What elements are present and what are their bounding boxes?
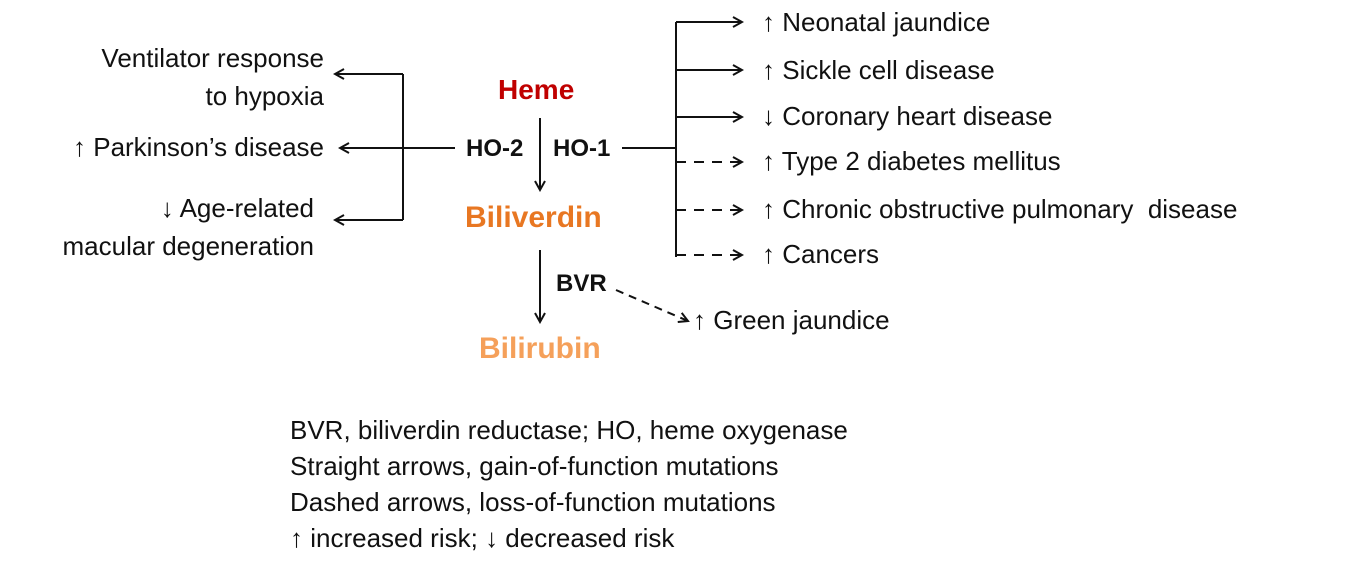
hypoxia-label-line1: Ventilator response xyxy=(101,43,324,73)
bilirubin-label: Bilirubin xyxy=(479,332,601,365)
legend-line-dashed: Dashed arrows, loss-of-function mutation… xyxy=(290,487,776,517)
outcome-coronary: ↓ Coronary heart disease xyxy=(762,101,1053,131)
outcome-neonatal-jaundice: ↑ Neonatal jaundice xyxy=(762,7,991,37)
outcome-copd: ↑ Chronic obstructive pulmonary disease xyxy=(762,194,1238,224)
outcome-diabetes: ↑ Type 2 diabetes mellitus xyxy=(762,146,1061,176)
hypoxia-label-line2: to hypoxia xyxy=(205,81,324,111)
parkinsons-label: ↑ Parkinson’s disease xyxy=(73,132,324,162)
ho2-label: HO-2 xyxy=(466,135,524,162)
arrow-bvr-green-jaundice xyxy=(615,289,688,321)
legend-line-straight: Straight arrows, gain-of-function mutati… xyxy=(290,451,779,481)
outcome-cancers: ↑ Cancers xyxy=(762,239,880,269)
ho1-label: HO-1 xyxy=(553,135,611,162)
legend-line-risk: ↑ increased risk; ↓ decreased risk xyxy=(290,523,675,553)
amd-label-line1: ↓ Age-related xyxy=(160,193,314,223)
bvr-label: BVR xyxy=(556,270,607,297)
legend: BVR, biliverdin reductase; HO, heme oxyg… xyxy=(290,412,848,556)
outcome-green-jaundice: ↑ Green jaundice xyxy=(693,305,890,335)
amd-label-line2: macular degeneration xyxy=(62,231,315,261)
outcome-sickle-cell: ↑ Sickle cell disease xyxy=(762,55,995,85)
legend-line-abbrev: BVR, biliverdin reductase; HO, heme oxyg… xyxy=(290,415,848,445)
heme-label: Heme xyxy=(498,74,575,105)
biliverdin-label: Biliverdin xyxy=(465,201,602,234)
